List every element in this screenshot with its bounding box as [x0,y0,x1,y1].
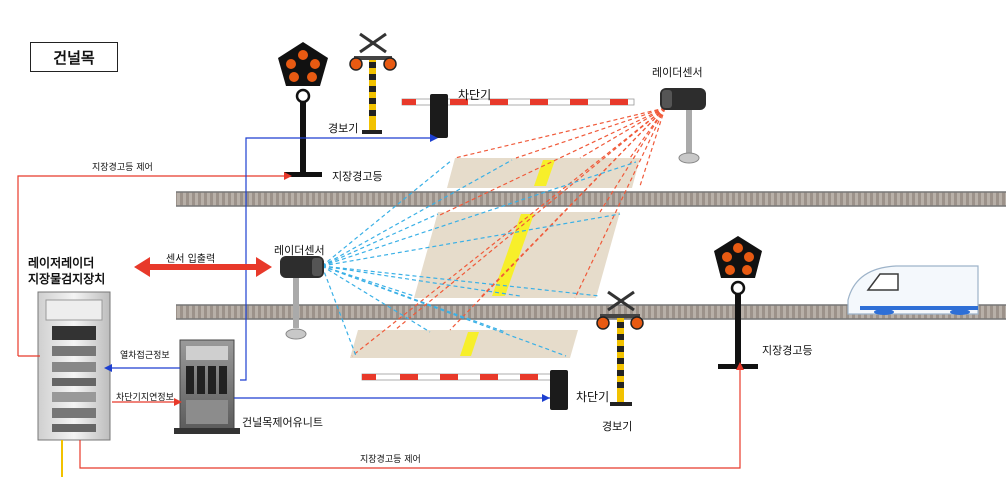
warning-signal-left-icon [278,42,328,177]
radar-mid-label: 레이더센서 [274,244,325,257]
gate-bottom-label: 차단기 [576,390,610,404]
control-unit-label: 건널목제어유니트 [242,416,323,429]
radar-sensor-top-icon [660,88,706,164]
detector-title-line1: 레이저레이더 [28,256,95,270]
control-top-label: 지장경고등 제어 [92,163,153,173]
alarm-bottom-label: 경보기 [602,420,633,433]
alarm-top-label: 경보기 [328,122,359,135]
train-approach-label: 열차접근정보 [120,351,170,361]
radar-sensor-mid-icon [280,256,324,340]
detector-title-line2: 지장물검지장치 [28,272,106,286]
gate-delay-label: 차단기지연정보 [116,393,174,403]
crossing-control-unit [174,339,240,434]
warning-signal-right-icon [714,236,762,369]
radar-beams-top [351,107,666,357]
train-icon [847,265,979,315]
page-title: 건널목 [30,42,118,72]
upper-track [176,191,1006,207]
alarm-top-icon [349,32,397,134]
gate-top-label: 차단기 [458,88,492,102]
control-bottom-label: 지장경고등 제어 [360,455,421,465]
radar-beams-mid [321,159,637,357]
alarm-bottom-icon [596,290,644,406]
obstacle-detector-cabinet [37,291,111,441]
connection-lines [17,137,741,477]
signal-left-label: 지장경고등 [332,170,383,183]
sensor-io-arrow [134,257,272,277]
gate-barrier-top [401,94,635,138]
signal-right-label: 지장경고등 [762,344,813,357]
gate-barrier-bottom [361,370,568,410]
radar-top-label: 레이더센서 [652,66,703,79]
sensor-io-label: 센서 입출력 [166,254,216,265]
arrowheads [104,134,744,406]
